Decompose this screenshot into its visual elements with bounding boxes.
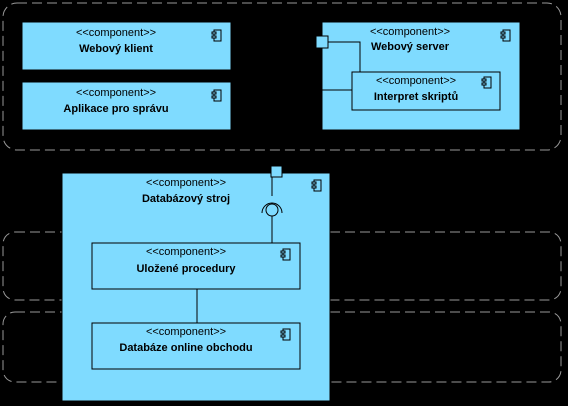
component-name: Webový server — [371, 41, 450, 53]
component-stereotype: <<component>> — [146, 246, 226, 258]
component-name: Webový klient — [79, 43, 153, 55]
component-stereotype: <<component>> — [76, 27, 156, 39]
component-stereotype: <<component>> — [76, 87, 156, 99]
component-name: Databáze online obchodu — [119, 342, 252, 354]
bottom-package-frame — [2, 311, 562, 383]
component-databaze-online-obchodu[interactable]: <<component>> Databáze online obchodu — [91, 322, 301, 370]
component-stereotype: <<component>> — [146, 177, 226, 189]
component-interpret-skriptu[interactable]: <<component>> Interpret skriptů — [351, 71, 501, 111]
port-square[interactable] — [315, 35, 329, 49]
component-name: Databázový stroj — [142, 193, 230, 205]
middle-package-frame — [2, 231, 562, 301]
provided-interface-ball — [265, 203, 279, 217]
component-webovy-klient[interactable]: <<component>> Webový klient — [21, 21, 232, 71]
component-name: Uložené procedury — [136, 263, 236, 275]
port-square[interactable] — [270, 165, 283, 178]
component-name: Aplikace pro správu — [63, 103, 168, 115]
component-aplikace-pro-spravu[interactable]: <<component>> Aplikace pro správu — [21, 81, 232, 131]
delegation-connector — [328, 41, 361, 72]
component-stereotype: <<component>> — [146, 326, 226, 338]
required-interface-socket — [261, 202, 283, 214]
component-name: Interpret skriptů — [374, 91, 458, 103]
component-stereotype: <<component>> — [370, 26, 450, 38]
component-stereotype: <<component>> — [376, 75, 456, 87]
component-ulozene-procedury[interactable]: <<component>> Uložené procedury — [91, 242, 301, 290]
top-package-frame — [2, 2, 562, 151]
